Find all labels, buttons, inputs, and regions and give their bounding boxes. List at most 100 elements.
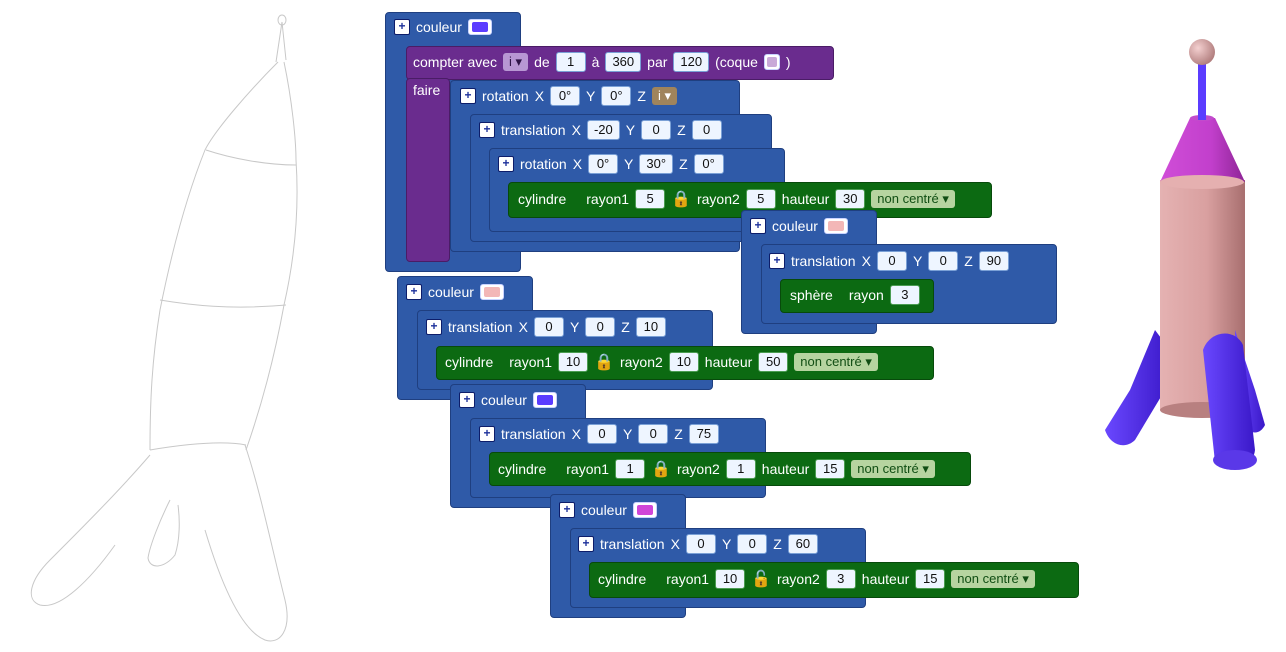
hull-checkbox[interactable] (763, 54, 780, 70)
expand-plus-icon[interactable]: + (459, 392, 475, 408)
cylinder2-height-field[interactable]: 50 (758, 352, 789, 372)
cylinder2-r1-field[interactable]: 10 (558, 352, 589, 372)
loop-block-body (406, 78, 450, 262)
x-label: X (518, 319, 528, 335)
translation2-x-field[interactable]: 0 (876, 251, 907, 271)
translation5-x-field[interactable]: 0 (685, 534, 716, 554)
loop-step-field[interactable]: 120 (673, 52, 710, 72)
x-label: X (571, 122, 581, 138)
expand-plus-icon[interactable]: + (406, 284, 422, 300)
cylinder1-height-field[interactable]: 30 (835, 189, 866, 209)
lock-closed-icon[interactable]: 🔒 (651, 461, 671, 478)
rotation2-x-field[interactable]: 0° (588, 154, 619, 174)
blocks-workspace[interactable]: + couleur compter avec i ▾ de 1 à 360 pa… (380, 8, 1080, 628)
cylinder1-r2-field[interactable]: 5 (745, 189, 776, 209)
translation4-x-field[interactable]: 0 (586, 424, 617, 444)
loop-to-field[interactable]: 360 (605, 52, 642, 72)
color-swatch-violet[interactable] (467, 19, 492, 35)
lock-closed-icon[interactable]: 🔒 (671, 191, 691, 208)
z-label: Z (773, 536, 782, 552)
rayon2-label: rayon2 (776, 571, 820, 587)
expand-plus-icon[interactable]: + (498, 156, 514, 172)
hauteur-label: hauteur (761, 461, 810, 477)
rotation1-x-field[interactable]: 0° (550, 86, 581, 106)
z-label: Z (679, 156, 688, 172)
translation-label: translation (448, 319, 513, 335)
cylinder3-height-field[interactable]: 15 (815, 459, 846, 479)
translation1-z-field[interactable]: 0 (691, 120, 722, 140)
translation3-x-field[interactable]: 0 (533, 317, 564, 337)
cylinder1-r1-field[interactable]: 5 (635, 189, 666, 209)
expand-plus-icon[interactable]: + (394, 19, 410, 35)
translation-label: translation (791, 253, 856, 269)
cylinder1-centre-dropdown[interactable]: non centré ▾ (871, 190, 955, 208)
rayon2-label: rayon2 (696, 191, 740, 207)
rocket-3d-preview[interactable] (1085, 30, 1280, 490)
rayon2-label: rayon2 (676, 461, 720, 477)
translation-label: translation (600, 536, 665, 552)
x-label: X (861, 253, 871, 269)
translation2-y-field[interactable]: 0 (928, 251, 959, 271)
translation2-z-field[interactable]: 90 (978, 251, 1009, 271)
color-swatch-pink[interactable] (479, 284, 504, 300)
rotation2-y-field[interactable]: 30° (639, 154, 674, 174)
lock-closed-icon[interactable]: 🔒 (594, 354, 614, 371)
cylinder4-centre-dropdown[interactable]: non centré ▾ (951, 570, 1035, 588)
translation5-z-field[interactable]: 60 (787, 534, 818, 554)
rayon-label: rayon (848, 287, 884, 303)
z-label: Z (964, 253, 973, 269)
translation3-z-field[interactable]: 10 (635, 317, 666, 337)
cylinder4-r2-field[interactable]: 3 (825, 569, 856, 589)
expand-plus-icon[interactable]: + (479, 426, 495, 442)
y-label: Y (912, 253, 923, 269)
translation1-y-field[interactable]: 0 (641, 120, 672, 140)
color-swatch-violet[interactable] (532, 392, 557, 408)
translation4-z-field[interactable]: 75 (688, 424, 719, 444)
cylinder-label: cylindre (598, 571, 647, 587)
loop-from-field[interactable]: 1 (555, 52, 586, 72)
cylinder2-r2-field[interactable]: 10 (668, 352, 699, 372)
sphere-r-field[interactable]: 3 (889, 285, 920, 305)
loop-var-dropdown[interactable]: i ▾ (503, 53, 529, 71)
translation5-y-field[interactable]: 0 (737, 534, 768, 554)
cylinder3-r2-field[interactable]: 1 (725, 459, 756, 479)
z-label: Z (677, 122, 686, 138)
y-label: Y (625, 122, 636, 138)
couleur-label: couleur (416, 19, 462, 35)
rotation1-y-field[interactable]: 0° (601, 86, 632, 106)
loop-hull-label: (coque (715, 54, 758, 70)
translation1-x-field[interactable]: -20 (586, 120, 620, 140)
color-swatch-pink[interactable] (823, 218, 848, 234)
x-label: X (670, 536, 680, 552)
expand-plus-icon[interactable]: + (460, 88, 476, 104)
color-swatch-magenta[interactable] (632, 502, 657, 518)
rotation1-z-var-dropdown[interactable]: i ▾ (651, 87, 677, 105)
rocket-sketch-image (30, 14, 298, 642)
rotation-label: rotation (520, 156, 567, 172)
loop-do-label: faire (413, 82, 441, 98)
cylinder4-r1-field[interactable]: 10 (715, 569, 746, 589)
loop-to-label: à (591, 54, 600, 70)
z-label: Z (637, 88, 646, 104)
expand-plus-icon[interactable]: + (479, 122, 495, 138)
lock-open-icon[interactable]: 🔓 (751, 571, 771, 588)
translation-label: translation (501, 426, 566, 442)
expand-plus-icon[interactable]: + (769, 253, 785, 269)
y-label: Y (569, 319, 580, 335)
y-label: Y (586, 88, 596, 104)
loop-count-label: compter avec (413, 54, 498, 70)
expand-plus-icon[interactable]: + (578, 536, 594, 552)
cylinder2-centre-dropdown[interactable]: non centré ▾ (794, 353, 878, 371)
expand-plus-icon[interactable]: + (559, 502, 575, 518)
cylinder3-centre-dropdown[interactable]: non centré ▾ (851, 460, 935, 478)
translation3-y-field[interactable]: 0 (585, 317, 616, 337)
cylinder3-r1-field[interactable]: 1 (615, 459, 646, 479)
expand-plus-icon[interactable]: + (426, 319, 442, 335)
cylinder4-height-field[interactable]: 15 (915, 569, 946, 589)
translation4-y-field[interactable]: 0 (638, 424, 669, 444)
rayon1-label: rayon1 (509, 354, 553, 370)
expand-plus-icon[interactable]: + (750, 218, 766, 234)
hauteur-label: hauteur (704, 354, 753, 370)
rayon1-label: rayon1 (566, 461, 610, 477)
rotation2-z-field[interactable]: 0° (693, 154, 724, 174)
